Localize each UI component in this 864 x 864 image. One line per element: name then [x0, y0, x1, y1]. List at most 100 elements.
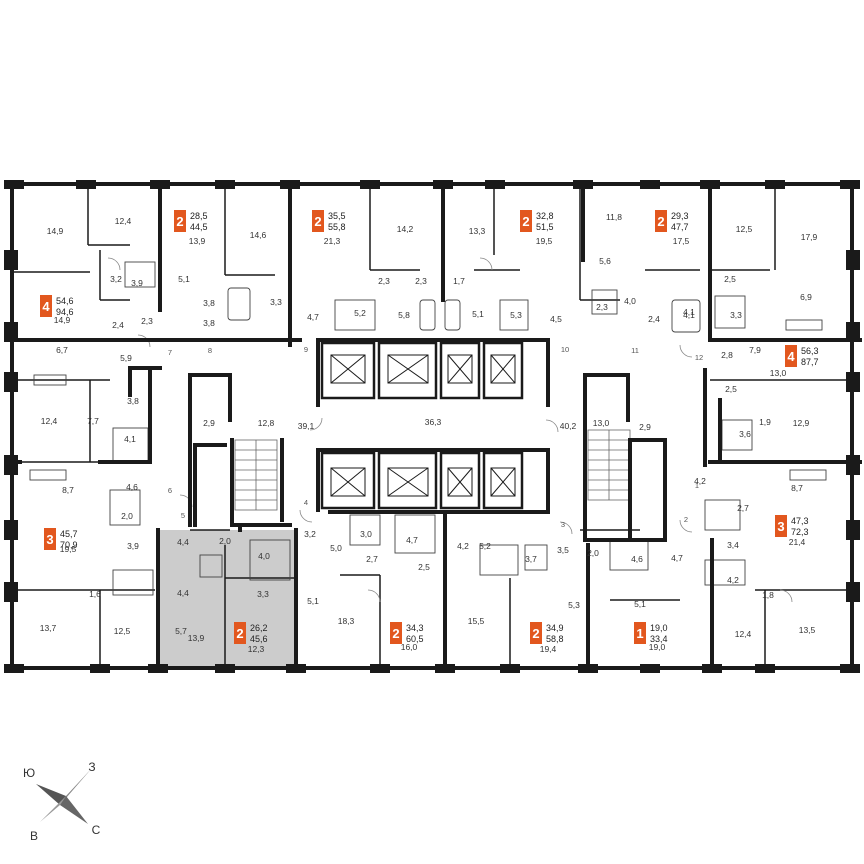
compass-needle-2	[60, 768, 92, 805]
compass-needle-3	[60, 796, 88, 824]
room-area-label: 3,8	[203, 318, 215, 328]
room-area-label: 5,9	[120, 353, 132, 363]
room-area-label: 19,5	[60, 544, 77, 554]
entrance-number: 5	[181, 511, 185, 520]
room-area-label: 3,8	[127, 396, 139, 406]
total-area: 47,7	[671, 222, 689, 232]
room-area-label: 13,0	[593, 418, 610, 428]
room-area-label: 4,1	[683, 307, 695, 317]
room-count-marker	[655, 210, 667, 232]
room-area-label: 14,2	[397, 224, 414, 234]
total-area: 45,6	[250, 634, 268, 644]
room-count-marker	[785, 345, 797, 367]
total-area: 55,8	[328, 222, 346, 232]
room-area-label: 4,7	[307, 312, 319, 322]
living-area: 28,5	[190, 211, 208, 221]
room-area-label: 2,5	[418, 562, 430, 572]
room-count-marker	[775, 515, 787, 537]
room-area-label: 4,4	[177, 588, 189, 598]
room-area-label: 1,9	[759, 417, 771, 427]
room-area-label: 3,3	[270, 297, 282, 307]
total-area: 51,5	[536, 222, 554, 232]
living-area: 47,3	[791, 516, 809, 526]
living-area: 56,3	[801, 346, 819, 356]
room-area-label: 3,9	[131, 278, 143, 288]
room-count: 1	[636, 626, 643, 641]
room-area-label: 4,6	[631, 554, 643, 564]
entrance-number: 7	[168, 348, 172, 357]
room-count: 2	[392, 626, 399, 641]
room-count-marker	[174, 210, 186, 232]
room-area-label: 2,3	[141, 316, 153, 326]
room-area-label: 2,3	[378, 276, 390, 286]
room-area-label: 3,3	[730, 310, 742, 320]
main-walls	[6, 182, 862, 670]
room-area-label: 2,7	[366, 554, 378, 564]
door-swings	[107, 257, 793, 603]
room-area-label: 17,5	[673, 236, 690, 246]
room-area-label: 5,6	[599, 256, 611, 266]
room-area-label: 7,9	[749, 345, 761, 355]
living-area: 32,8	[536, 211, 554, 221]
room-area-label: 16,0	[401, 642, 418, 652]
room-area-label: 13,5	[799, 625, 816, 635]
room-area-label: 5,1	[307, 596, 319, 606]
room-count-marker	[44, 528, 56, 550]
room-area-label: 12,4	[115, 216, 132, 226]
living-area: 35,5	[328, 211, 346, 221]
total-area: 58,8	[546, 634, 564, 644]
living-area: 34,9	[546, 623, 564, 633]
room-area-label: 12,5	[114, 626, 131, 636]
room-area-label: 13,9	[189, 236, 206, 246]
room-area-label: 12,9	[793, 418, 810, 428]
room-area-label: 3,9	[127, 541, 139, 551]
room-area-label: 5,0	[330, 543, 342, 553]
room-count: 2	[236, 626, 243, 641]
room-area-label: 7,7	[87, 416, 99, 426]
room-area-label: 4,7	[671, 553, 683, 563]
entrance-number: 10	[561, 345, 569, 354]
total-area: 33,4	[650, 634, 668, 644]
room-area-label: 13,3	[469, 226, 486, 236]
window-ticks	[4, 180, 860, 673]
compass-needle	[36, 784, 66, 805]
room-area-label: 18,3	[338, 616, 355, 626]
room-area-label: 3,6	[739, 429, 751, 439]
room-area-label: 3,7	[525, 554, 537, 564]
room-area-label: 4,6	[126, 482, 138, 492]
apartment-badge[interactable]: 2 26,245,6	[234, 622, 268, 644]
entrance-number: 11	[631, 346, 639, 355]
room-area-label: 2,4	[648, 314, 660, 324]
room-area-label: 2,3	[415, 276, 427, 286]
room-area-label: 3,8	[203, 298, 215, 308]
room-area-label: 13,7	[40, 623, 57, 633]
compass-label-s: С	[92, 823, 101, 837]
room-area-label: 14,6	[250, 230, 267, 240]
room-area-label: 12,3	[248, 644, 265, 654]
room-area-label: 4,0	[258, 551, 270, 561]
room-area-label: 12,5	[736, 224, 753, 234]
living-area: 26,2	[250, 623, 268, 633]
room-area-label: 3,5	[557, 545, 569, 555]
room-area-label: 6,7	[56, 345, 68, 355]
room-area-label: 3,3	[257, 589, 269, 599]
room-area-label: 5,3	[568, 600, 580, 610]
room-area-label: 5,7	[175, 626, 187, 636]
room-area-label: 4,0	[624, 296, 636, 306]
room-area-label: 2,9	[639, 422, 651, 432]
room-area-label: 3,0	[360, 529, 372, 539]
room-area-label: 4,7	[406, 535, 418, 545]
room-area-label: 2,3	[596, 302, 608, 312]
